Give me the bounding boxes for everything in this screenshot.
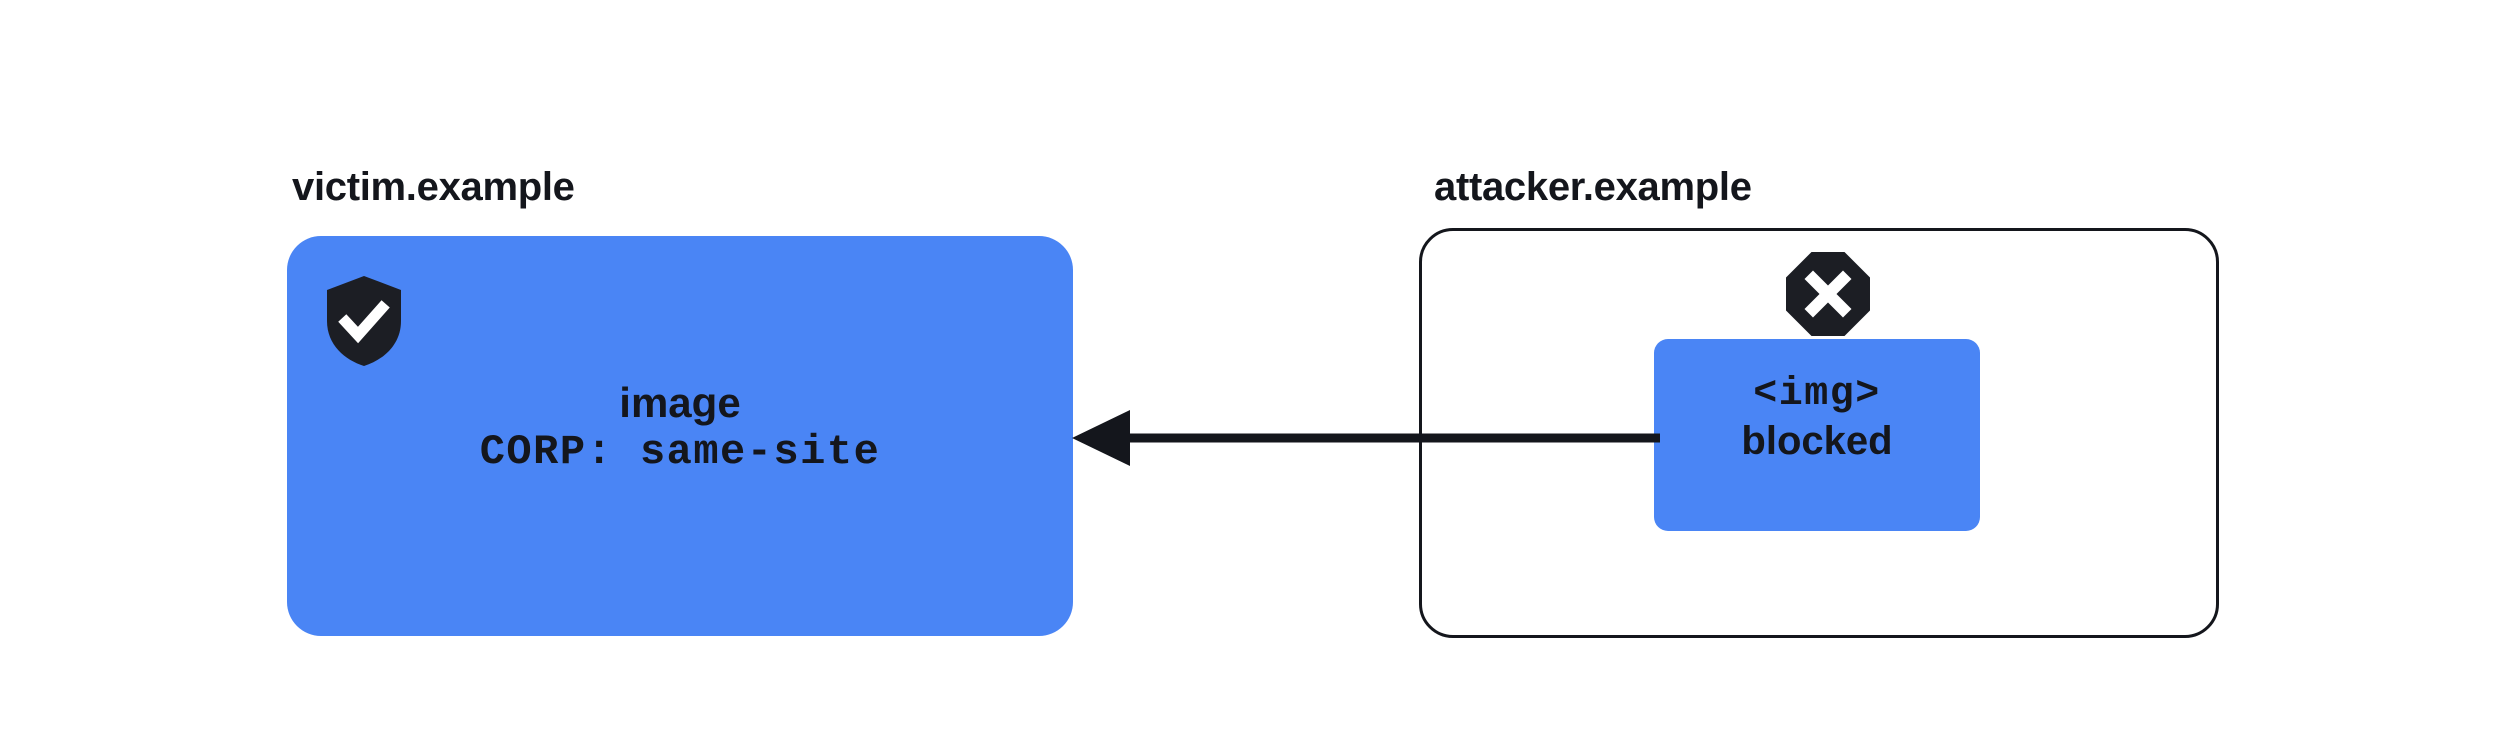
- victim-corp-header: CORP: same-site: [479, 427, 881, 476]
- attacker-status-label: blocked: [1741, 419, 1893, 464]
- victim-origin-label: victim.example: [292, 165, 575, 209]
- blocked-request-arrow: [1060, 400, 1660, 476]
- attacker-origin-label: attacker.example: [1434, 165, 1752, 209]
- victim-origin-box: [287, 236, 1073, 636]
- attacker-img-text: <img> blocked: [1654, 371, 1980, 465]
- octagon-x-icon: [1785, 251, 1871, 337]
- attacker-element-tag: <img>: [1753, 372, 1881, 417]
- victim-resource-text: image CORP: same-site: [287, 378, 1073, 477]
- shield-check-icon: [326, 275, 402, 367]
- attacker-img-element-box: <img> blocked: [1654, 339, 1980, 531]
- victim-resource-name: image: [619, 379, 741, 426]
